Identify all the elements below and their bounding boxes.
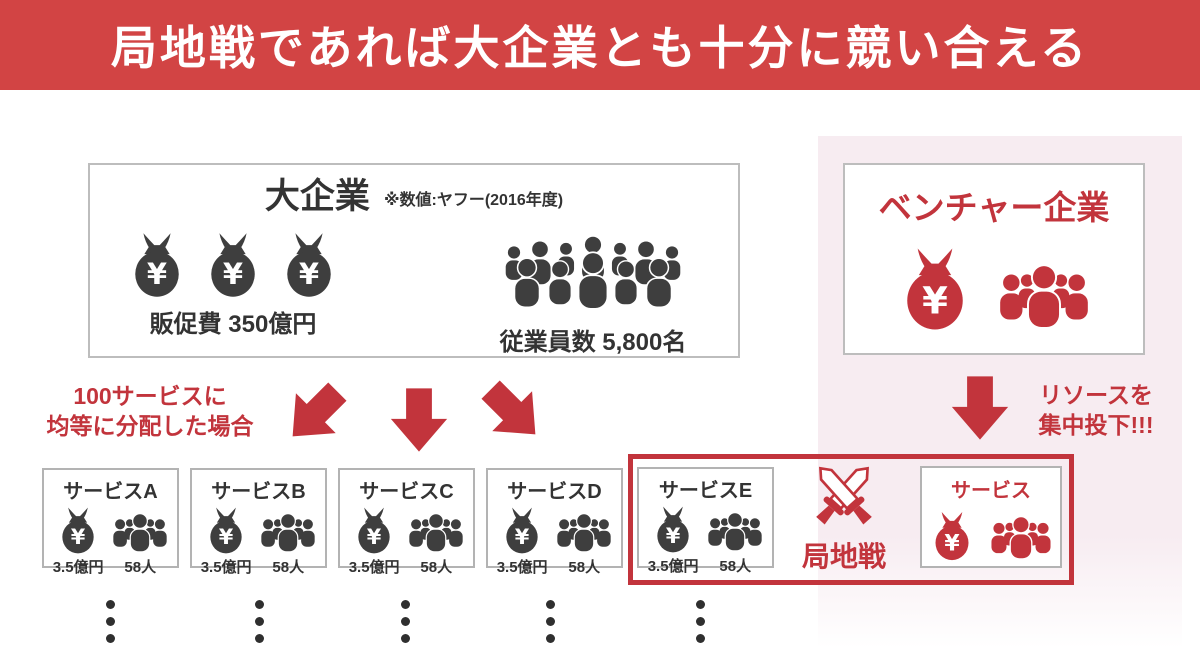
svg-text:¥: ¥	[515, 525, 530, 549]
invest-caption-line2: 集中投下!!!	[1038, 412, 1154, 439]
service-budget: 3.5億円	[647, 558, 699, 575]
slide-title: 局地戦であれば大企業とも十分に競い合える	[110, 22, 1090, 74]
service-budget: 3.5億円	[52, 559, 104, 576]
people-group-icon	[998, 263, 1090, 331]
people-group-icon	[556, 512, 612, 554]
money-bag-icon: ¥	[652, 506, 694, 553]
enterprise-employees-stat: 従業員数 5,800名	[486, 226, 700, 357]
distribution-caption: 100サービスに 均等に分配した場合	[28, 381, 272, 442]
crossed-swords-icon	[796, 461, 892, 535]
distribution-caption-line2: 均等に分配した場合	[46, 413, 254, 440]
enterprise-employees-label: 従業員数 5,800名	[499, 329, 687, 356]
arrow-down-icon	[390, 386, 448, 454]
service-box-d: サービスD ¥ 3.5億円 58人	[486, 468, 623, 576]
service-budget: 3.5億円	[496, 559, 548, 576]
service-budget: 3.5億円	[348, 559, 400, 576]
invest-caption: リソースを 集中投下!!!	[1014, 380, 1178, 441]
service-staff: 58人	[272, 559, 305, 576]
service-staff: 58人	[568, 559, 601, 576]
money-bag-icon: ¥	[57, 507, 99, 554]
enterprise-budget-stat: ¥ ¥ ¥ 販促費 350億円	[128, 226, 338, 357]
service-box-b: サービスB ¥ 3.5億円 58人	[190, 468, 327, 576]
service-box-a: サービスA ¥ 3.5億円 58人	[42, 468, 179, 576]
arrow-down-left-icon	[270, 369, 359, 458]
ellipsis-dots	[696, 600, 705, 643]
arrow-down-icon	[951, 374, 1009, 442]
svg-text:¥: ¥	[666, 524, 681, 548]
venture-title: ベンチャー企業	[878, 189, 1110, 226]
svg-text:¥: ¥	[223, 257, 243, 291]
service-name: サービスA	[63, 481, 158, 503]
ellipsis-dots	[546, 600, 555, 643]
svg-text:¥: ¥	[71, 525, 86, 549]
money-bag-icon: ¥	[280, 232, 338, 298]
local-battle-zone: 局地戦	[791, 461, 897, 575]
venture-box: ベンチャー企業 ¥	[843, 163, 1145, 355]
service-staff: 58人	[124, 559, 157, 576]
money-bag-icon: ¥	[353, 507, 395, 554]
money-bag-icon: ¥	[930, 511, 974, 561]
service-name: サービスE	[658, 480, 753, 502]
enterprise-source-note: ※数値:ヤフー(2016年度)	[383, 192, 564, 209]
distribution-caption-line1: 100サービスに	[73, 383, 227, 409]
service-box-e: サービスE ¥ 3.5億円 58人	[637, 467, 774, 575]
ellipsis-dots	[401, 600, 410, 643]
enterprise-title: 大企業	[264, 177, 370, 216]
svg-text:¥: ¥	[147, 257, 167, 291]
money-bag-icon: ¥	[205, 507, 247, 554]
money-bag-icon: ¥	[501, 507, 543, 554]
service-name: サービスB	[211, 481, 306, 503]
people-group-icon	[260, 512, 316, 554]
local-battle-highlight-box	[628, 454, 1074, 585]
ellipsis-dots	[106, 600, 115, 643]
service-budget: 3.5億円	[200, 559, 252, 576]
money-bag-icon: ¥	[128, 232, 186, 298]
venture-service-box: サービス ¥	[920, 466, 1062, 568]
arrow-down-right-icon	[468, 367, 557, 456]
service-staff: 58人	[719, 558, 752, 575]
local-battle-label: 局地戦	[801, 541, 886, 572]
enterprise-budget-label: 販促費 350億円	[149, 311, 317, 338]
svg-text:¥: ¥	[922, 279, 948, 322]
money-bag-icon: ¥	[204, 232, 262, 298]
people-crowd-icon	[486, 226, 700, 316]
svg-text:¥: ¥	[367, 525, 382, 549]
service-name: サービスC	[359, 481, 454, 503]
people-group-icon	[707, 511, 763, 553]
money-bag-icon: ¥	[898, 247, 972, 331]
invest-caption-line1: リソースを	[1039, 382, 1153, 408]
service-name: サービスD	[507, 481, 602, 503]
ellipsis-dots	[255, 600, 264, 643]
people-group-icon	[112, 512, 168, 554]
title-bar: 局地戦であれば大企業とも十分に競い合える	[0, 0, 1200, 90]
people-group-icon	[990, 515, 1052, 561]
people-group-icon	[408, 512, 464, 554]
service-staff: 58人	[420, 559, 453, 576]
svg-text:¥: ¥	[944, 531, 960, 556]
svg-text:¥: ¥	[219, 525, 234, 549]
service-box-c: サービスC ¥ 3.5億円 58人	[338, 468, 475, 576]
venture-service-name: サービス	[951, 480, 1031, 502]
enterprise-box: 大企業 ※数値:ヤフー(2016年度) ¥ ¥ ¥ 販促費 350億円 従業員数…	[88, 163, 740, 358]
svg-text:¥: ¥	[299, 257, 319, 291]
